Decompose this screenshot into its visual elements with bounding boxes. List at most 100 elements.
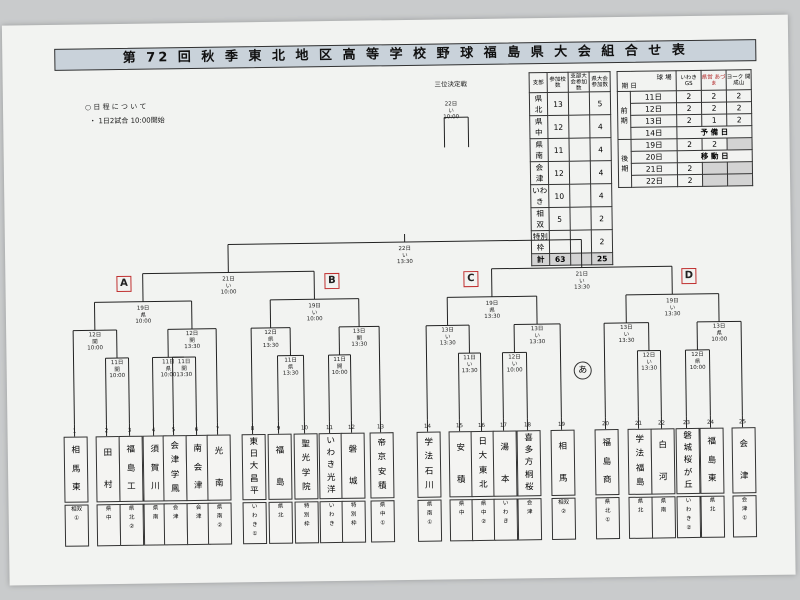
team-branch-char: ① bbox=[427, 519, 433, 526]
team-branch: 県北 bbox=[268, 501, 294, 544]
team-name: 磐城桜が丘 bbox=[675, 427, 701, 495]
team-seed: 18 bbox=[523, 422, 532, 429]
game-time: 13:30 bbox=[282, 370, 299, 377]
team-name-char: 北 bbox=[478, 480, 488, 491]
team-branch-char: 県 bbox=[660, 498, 667, 505]
bracket-sheet: 第 72 回 秋 季 東 北 地 区 高 等 学 校 野 球 福 島 県 大 会… bbox=[1, 14, 796, 586]
team-branch-char: 南 bbox=[216, 513, 223, 520]
team-name-char: 川 bbox=[424, 481, 434, 492]
team-branch-char: 中 bbox=[379, 511, 386, 518]
team-name-char: 日 bbox=[249, 449, 259, 460]
team-name-char: 南 bbox=[193, 444, 203, 455]
team-name-char: 光 bbox=[214, 446, 224, 457]
team-branch-char: 県 bbox=[128, 505, 135, 512]
bracket-line bbox=[378, 326, 381, 421]
game-time: 13:30 bbox=[439, 340, 456, 347]
team-branch-char: 県 bbox=[426, 501, 433, 508]
team-branch: 県北 bbox=[700, 495, 726, 538]
team-name-char: 桜 bbox=[525, 482, 534, 493]
team-name-char: 学 bbox=[301, 468, 311, 479]
team-seed: 13 bbox=[376, 424, 385, 431]
team-branch-char: 県 bbox=[379, 502, 386, 509]
team-name-char: 院 bbox=[301, 482, 311, 493]
team-seed: 16 bbox=[477, 422, 486, 430]
bracket-line bbox=[636, 350, 639, 417]
team-branch-char: ② bbox=[129, 523, 135, 530]
team-name: 湯本 bbox=[492, 430, 518, 497]
team-branch-char: 会 bbox=[172, 505, 179, 512]
team-seed: 10 bbox=[300, 425, 309, 432]
team-branch-char: 中 bbox=[458, 510, 465, 517]
team-name: 会津学鳳 bbox=[162, 435, 188, 502]
team-branch-char: 枠 bbox=[304, 521, 310, 528]
team-name: 聖光学院 bbox=[293, 433, 319, 500]
team-branch-char: わ bbox=[685, 507, 692, 514]
team-name-char: 川 bbox=[150, 481, 160, 492]
team-name-char: 本 bbox=[500, 474, 510, 485]
team-name-char: 磐 bbox=[683, 431, 692, 442]
team-name-char: 光 bbox=[326, 472, 336, 483]
team-name: 福島商 bbox=[594, 429, 620, 496]
tournament-bracket bbox=[72, 116, 744, 437]
bracket-line bbox=[194, 356, 197, 423]
team-name-char: 城 bbox=[683, 443, 693, 454]
team-branch-char: わ bbox=[502, 509, 509, 516]
team-name-char: 東 bbox=[478, 465, 488, 476]
team-name-char: 昌 bbox=[249, 473, 259, 484]
team-branch-char: 特 bbox=[303, 503, 310, 510]
team-branch-char: 県 bbox=[480, 500, 487, 507]
team-name-char: 会 bbox=[170, 440, 180, 451]
team-name: 東日大昌平 bbox=[241, 433, 267, 501]
team-seed: 25 bbox=[738, 419, 747, 426]
game-time: 10:00 bbox=[306, 316, 323, 323]
game-time: 13:30 bbox=[484, 313, 501, 320]
team-branch-char: 県 bbox=[458, 501, 465, 508]
team-branch-char: ① bbox=[74, 515, 80, 522]
block-label-b: B bbox=[324, 272, 340, 290]
bracket-line bbox=[525, 352, 528, 419]
team-branch-char: 中 bbox=[480, 509, 487, 516]
team-branch: 特別枠 bbox=[341, 500, 367, 543]
team-name-char: 津 bbox=[739, 470, 749, 481]
team-name-char: 福 bbox=[275, 445, 285, 456]
team-seed: 3 bbox=[127, 427, 132, 434]
team-name-char: 丘 bbox=[683, 479, 693, 490]
bracket-line bbox=[128, 357, 130, 424]
bracket-line bbox=[349, 354, 352, 421]
team-seed: 12 bbox=[347, 424, 356, 431]
team-branch-char: 津 bbox=[195, 513, 202, 520]
team-branch-char: ① bbox=[605, 517, 611, 524]
team-name-char: 福 bbox=[126, 445, 136, 456]
team-name-char: 島 bbox=[126, 463, 136, 474]
team-branch-char: 中 bbox=[105, 515, 112, 522]
team-name-char: 津 bbox=[170, 455, 180, 466]
team-branch-char: 北 bbox=[128, 514, 135, 521]
team-seed: 9 bbox=[276, 425, 281, 432]
team-name-char: 法 bbox=[635, 448, 645, 459]
team-branch-char: ② bbox=[217, 522, 223, 529]
team-branch-char: 県 bbox=[637, 498, 644, 505]
bracket-line bbox=[171, 357, 174, 424]
team-name: 白河 bbox=[650, 428, 676, 495]
team-seed: 6 bbox=[194, 426, 199, 433]
team-name-char: 安 bbox=[456, 442, 466, 453]
team-name-char: 福 bbox=[602, 438, 612, 449]
team-name-char: 馬 bbox=[558, 473, 568, 484]
team-name: 福島東 bbox=[699, 427, 725, 494]
bracket-line bbox=[105, 358, 107, 425]
game-time: 10:00 bbox=[135, 318, 152, 325]
team-name-char: わ bbox=[326, 448, 336, 459]
team-name-char: 大 bbox=[249, 461, 259, 472]
team-branch-char: 別 bbox=[303, 512, 310, 519]
team-name-char: 京 bbox=[377, 452, 387, 463]
team-branch-char: 別 bbox=[350, 511, 357, 518]
bracket-line bbox=[559, 323, 562, 418]
